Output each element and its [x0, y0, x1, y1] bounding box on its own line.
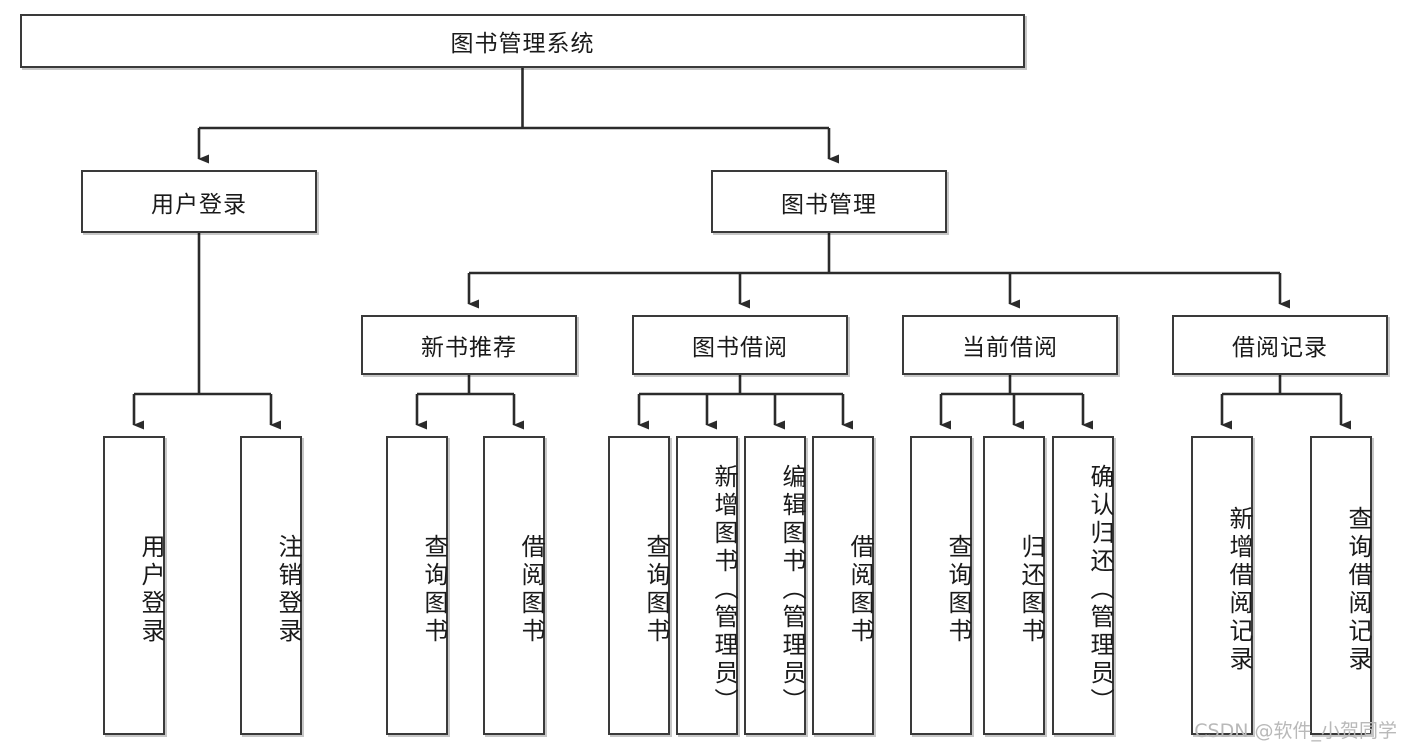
- node-label: 图书管理系统: [450, 31, 595, 57]
- node-leaf-add-book-admin[interactable]: 新增图书（管理员）: [676, 436, 738, 735]
- node-label: 查询图书: [420, 533, 448, 646]
- node-label: 用户登录: [151, 191, 247, 218]
- node-current-borrow[interactable]: 当前借阅: [902, 315, 1118, 375]
- node-label: 新书推荐: [421, 335, 517, 361]
- node-label: 查询图书: [944, 533, 972, 646]
- node-label: 借阅图书: [517, 533, 545, 646]
- node-new-book-recommend[interactable]: 新书推荐: [361, 315, 577, 375]
- node-book-management[interactable]: 图书管理: [711, 170, 947, 233]
- node-label: 查询借阅记录: [1344, 505, 1372, 674]
- node-label: 编辑图书（管理员）: [778, 463, 806, 716]
- node-leaf-user-login[interactable]: 用户登录: [103, 436, 165, 735]
- node-label: 借阅图书: [846, 533, 874, 646]
- node-label: 注销登录: [274, 533, 302, 646]
- node-label: 用户登录: [137, 533, 165, 646]
- node-leaf-query-borrow-record[interactable]: 查询借阅记录: [1310, 436, 1372, 735]
- node-leaf-edit-book-admin[interactable]: 编辑图书（管理员）: [744, 436, 806, 735]
- node-leaf-return-book[interactable]: 归还图书: [983, 436, 1045, 735]
- node-leaf-query-book-3[interactable]: 查询图书: [910, 436, 972, 735]
- node-leaf-add-borrow-record[interactable]: 新增借阅记录: [1191, 436, 1253, 735]
- node-user-login[interactable]: 用户登录: [81, 170, 317, 233]
- node-root[interactable]: 图书管理系统: [20, 14, 1025, 68]
- node-leaf-query-book-2[interactable]: 查询图书: [608, 436, 670, 735]
- node-label: 确认归还（管理员）: [1086, 463, 1114, 716]
- node-label: 图书管理: [781, 191, 877, 218]
- node-borrow-record[interactable]: 借阅记录: [1172, 315, 1388, 375]
- node-leaf-confirm-return-admin[interactable]: 确认归还（管理员）: [1052, 436, 1114, 735]
- node-leaf-borrow-book-1[interactable]: 借阅图书: [483, 436, 545, 735]
- node-label: 查询图书: [642, 533, 670, 646]
- node-leaf-user-logout[interactable]: 注销登录: [240, 436, 302, 735]
- node-label: 借阅记录: [1232, 335, 1328, 361]
- node-label: 图书借阅: [692, 335, 788, 361]
- node-leaf-query-book-1[interactable]: 查询图书: [386, 436, 448, 735]
- node-leaf-borrow-book-2[interactable]: 借阅图书: [812, 436, 874, 735]
- node-label: 新增图书（管理员）: [710, 463, 738, 716]
- csdn-watermark: CSDN @软件_小贺同学: [1194, 720, 1397, 742]
- node-label: 归还图书: [1017, 533, 1045, 646]
- node-book-borrow[interactable]: 图书借阅: [632, 315, 848, 375]
- node-label: 新增借阅记录: [1225, 505, 1253, 674]
- node-label: 当前借阅: [962, 335, 1058, 361]
